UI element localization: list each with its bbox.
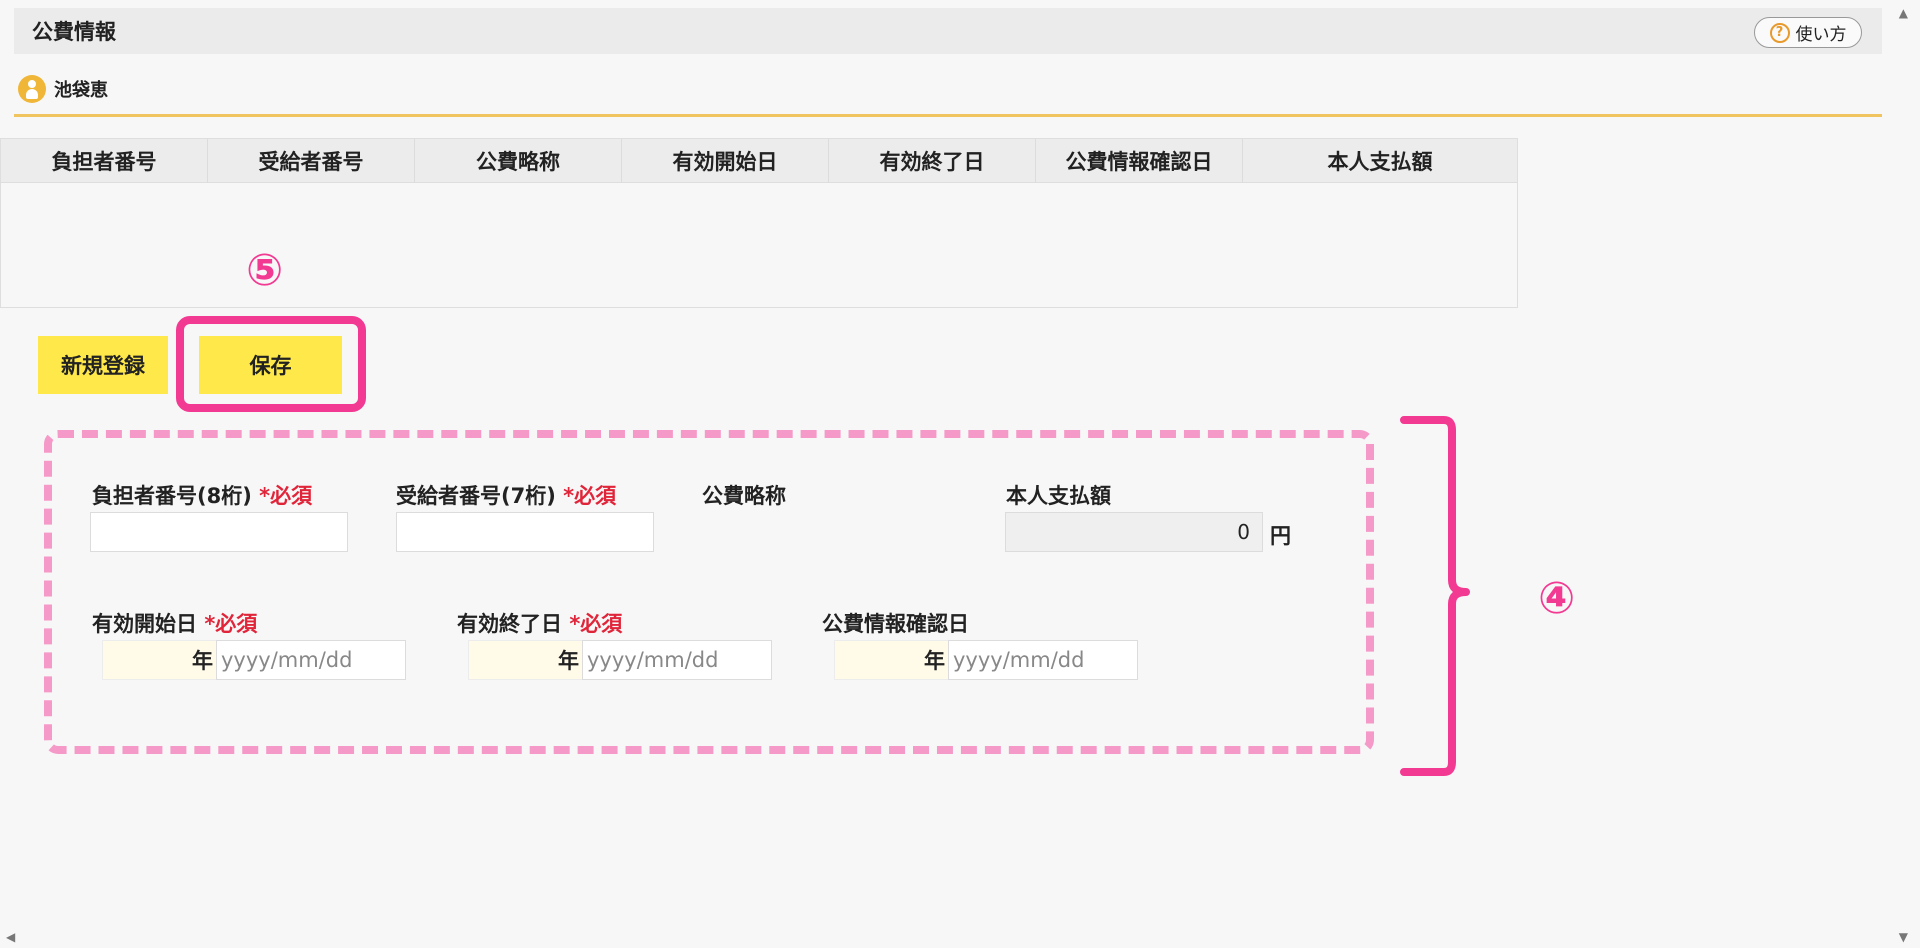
end-date-year-field[interactable]: 年	[468, 640, 586, 680]
page-title: 公費情報	[32, 20, 116, 44]
start-date-year-field[interactable]: 年	[102, 640, 220, 680]
recipient-number-label-text: 受給者番号(7桁)	[396, 484, 556, 508]
panel-header: 公費情報 ? 使い方	[14, 8, 1882, 54]
payer-number-label: 負担者番号(8桁) *必須	[92, 480, 312, 510]
column-header-payer-number[interactable]: 負担者番号	[1, 139, 208, 183]
required-mark: *必須	[204, 612, 258, 636]
end-date-input[interactable]	[582, 640, 772, 680]
start-date-year-label: 年	[192, 649, 213, 673]
patient-row: 池袋恵	[18, 74, 108, 104]
table-header-row: 負担者番号 受給者番号 公費略称 有効開始日 有効終了日 公費情報確認日 本人支…	[1, 139, 1517, 183]
confirm-date-year-label: 年	[924, 649, 945, 673]
confirm-date-input[interactable]	[948, 640, 1138, 680]
column-header-recipient-number[interactable]: 受給者番号	[208, 139, 415, 183]
payer-number-input[interactable]	[90, 512, 348, 552]
column-header-confirm-date[interactable]: 公費情報確認日	[1036, 139, 1243, 183]
section-divider	[14, 114, 1882, 117]
save-button[interactable]: 保存	[199, 336, 342, 394]
confirm-date-year-field[interactable]: 年	[834, 640, 952, 680]
confirm-date-label: 公費情報確認日	[822, 612, 969, 636]
help-button-label: 使い方	[1795, 25, 1847, 45]
recipient-number-input[interactable]	[396, 512, 654, 552]
yen-unit: 円	[1270, 524, 1291, 548]
annotation-marker-5: ⑤	[246, 245, 284, 296]
patient-name: 池袋恵	[54, 80, 108, 101]
self-payment-field	[1005, 512, 1263, 552]
annotation-marker-4: ④	[1538, 573, 1576, 624]
required-mark: *必須	[569, 612, 623, 636]
save-highlight-frame	[176, 316, 366, 412]
end-date-label: 有効終了日 *必須	[457, 608, 622, 638]
column-header-abbrev[interactable]: 公費略称	[415, 139, 622, 183]
required-mark: *必須	[259, 484, 313, 508]
start-date-input[interactable]	[216, 640, 406, 680]
patient-avatar-icon	[18, 75, 46, 103]
help-circle-icon: ?	[1769, 22, 1790, 43]
scroll-left-icon[interactable]: ◀	[6, 930, 16, 944]
column-header-self-payment[interactable]: 本人支払額	[1327, 150, 1433, 174]
self-payment-label: 本人支払額	[1006, 484, 1111, 508]
public-expense-table: 負担者番号 受給者番号 公費略称 有効開始日 有効終了日 公費情報確認日 本人支…	[0, 138, 1518, 308]
end-date-year-label: 年	[558, 649, 579, 673]
column-header-start-date[interactable]: 有効開始日	[622, 139, 829, 183]
abbrev-label: 公費略称	[702, 484, 786, 508]
scroll-down-icon[interactable]: ▼	[1898, 930, 1908, 944]
start-date-label-text: 有効開始日	[92, 612, 197, 636]
scroll-up-icon[interactable]: ▲	[1898, 6, 1908, 20]
help-button[interactable]: ? 使い方	[1754, 17, 1862, 48]
required-mark: *必須	[563, 484, 617, 508]
recipient-number-label: 受給者番号(7桁) *必須	[396, 480, 616, 510]
form-highlight-frame	[44, 430, 1374, 754]
column-header-end-date[interactable]: 有効終了日	[829, 139, 1036, 183]
payer-number-label-text: 負担者番号(8桁)	[92, 484, 252, 508]
new-register-button[interactable]: 新規登録	[38, 336, 168, 394]
start-date-label: 有効開始日 *必須	[92, 608, 257, 638]
form-bracket	[1400, 416, 1470, 776]
end-date-label-text: 有効終了日	[457, 612, 562, 636]
